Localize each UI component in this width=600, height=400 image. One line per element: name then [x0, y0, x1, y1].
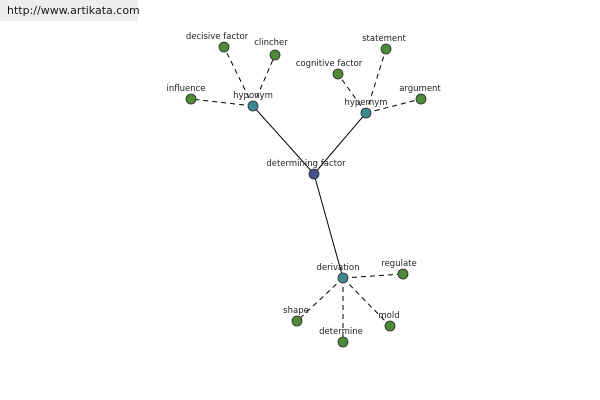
node-label-regulate: regulate	[381, 259, 416, 269]
node-clincher[interactable]	[269, 49, 281, 61]
node-label-hyponym: hyponym	[233, 91, 273, 101]
node-hypernym[interactable]	[360, 107, 372, 119]
edge-determining-factor-hypernym	[313, 112, 367, 175]
node-derivation[interactable]	[337, 272, 349, 284]
edge-hypernym-argument	[365, 98, 422, 114]
node-label-shape: shape	[283, 306, 309, 316]
node-influence[interactable]	[185, 93, 197, 105]
node-label-clincher: clincher	[254, 38, 288, 48]
node-label-statement: statement	[362, 34, 406, 44]
node-decisive-factor[interactable]	[218, 41, 230, 53]
edge-hyponym-decisive-factor	[223, 46, 254, 107]
node-statement[interactable]	[380, 43, 392, 55]
edge-hypernym-cognitive-factor	[337, 73, 367, 114]
edge-hyponym-influence	[190, 98, 254, 107]
node-label-cognitive-factor: cognitive factor	[296, 59, 363, 69]
node-label-determine: determine	[319, 327, 363, 337]
graph-labels: determining factor hyponym hypernym derivat…	[166, 32, 441, 337]
edge-derivation-shape	[296, 277, 344, 322]
node-label-determining-factor: determining factor	[266, 159, 346, 169]
graph-nodes	[185, 41, 427, 348]
node-label-influence: influence	[166, 84, 205, 94]
site-url: http://www.artikata.com	[0, 0, 140, 21]
node-mold[interactable]	[384, 320, 396, 332]
edge-derivation-regulate	[342, 273, 404, 279]
graph-edges	[190, 46, 422, 342]
node-determining-factor[interactable]	[308, 168, 320, 180]
edge-determining-factor-derivation	[313, 173, 344, 279]
edge-determining-factor-hyponym	[252, 105, 315, 175]
node-label-derivation: derivation	[316, 263, 359, 273]
node-label-mold: mold	[378, 311, 399, 321]
edge-hypernym-statement	[365, 48, 387, 114]
edge-hyponym-clincher	[252, 54, 276, 107]
node-cognitive-factor[interactable]	[332, 68, 344, 80]
node-label-decisive-factor: decisive factor	[186, 32, 249, 42]
node-hyponym[interactable]	[247, 100, 259, 112]
node-determine[interactable]	[337, 336, 349, 348]
node-label-hypernym: hypernym	[344, 98, 387, 108]
node-label-argument: argument	[399, 84, 441, 94]
node-argument[interactable]	[415, 93, 427, 105]
node-regulate[interactable]	[397, 268, 409, 280]
node-shape[interactable]	[291, 315, 303, 327]
edge-derivation-mold	[342, 277, 391, 327]
